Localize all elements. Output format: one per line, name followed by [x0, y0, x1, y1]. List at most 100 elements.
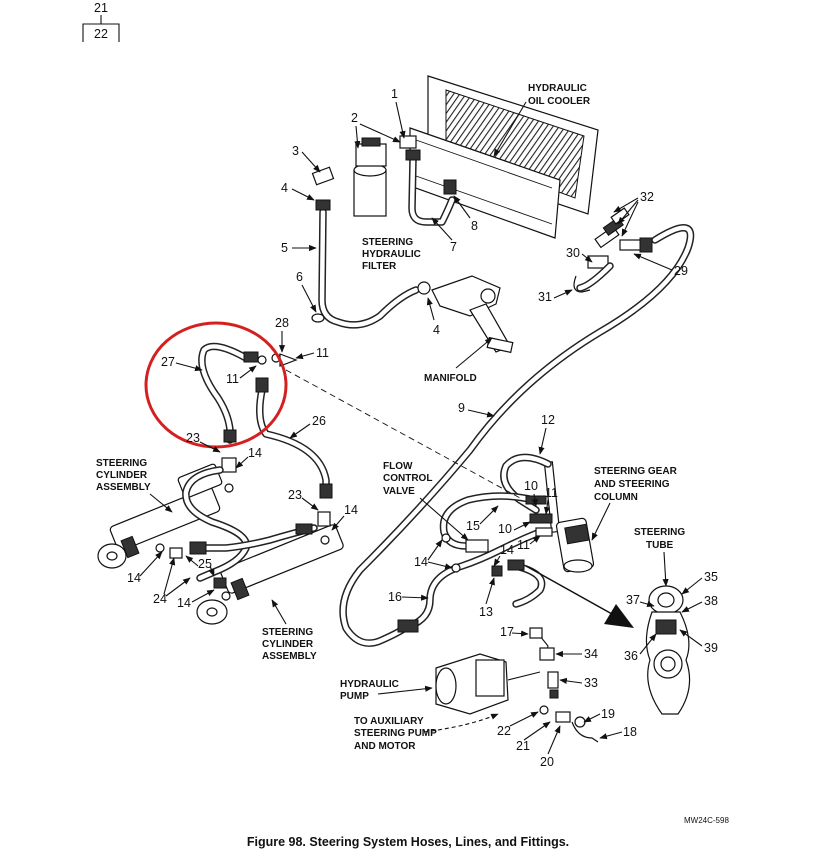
label-gear-1: STEERING GEAR [594, 466, 678, 477]
callout-25: 25 [198, 557, 212, 571]
label-cyl-left-1: STEERING [96, 458, 147, 469]
cylinder-hoses [155, 466, 318, 601]
callout-3: 3 [292, 144, 299, 158]
label-cyl-right-2: CYLINDER [262, 639, 314, 650]
hydraulic-pump: HYDRAULIC PUMP TO AUXILIARY STEERING PUM… [340, 653, 541, 752]
header-top-number: 21 [94, 1, 108, 15]
callout-13: 13 [479, 605, 493, 619]
hydraulic-oil-cooler: HYDRAULIC OIL COOLER [409, 75, 599, 239]
label-tube-1: STEERING [634, 527, 685, 538]
label-tube-2: TUBE [646, 540, 674, 551]
callout-20: 20 [540, 755, 554, 769]
callout-12: 12 [541, 413, 555, 427]
pump-fittings [529, 627, 599, 743]
callout-38: 38 [704, 594, 718, 608]
label-gear-2: AND STEERING [594, 479, 670, 490]
callout-22: 22 [497, 724, 511, 738]
callouts: 1 2 3 4 5 6 7 8 4 9 32 30 29 31 28 [127, 87, 718, 769]
callout-16: 16 [388, 590, 402, 604]
callout-5: 5 [281, 241, 288, 255]
label-aux-2: STEERING PUMP [354, 728, 437, 739]
label-gear-3: COLUMN [594, 492, 638, 503]
steering-hydraulic-filter: STEERING HYDRAULIC FILTER [353, 137, 421, 272]
header-bottom-number: 22 [94, 27, 108, 41]
label-filter-2: HYDRAULIC [362, 249, 421, 260]
callout-4b: 4 [433, 323, 440, 337]
callout-24: 24 [153, 592, 167, 606]
label-pump-1: HYDRAULIC [340, 679, 399, 690]
callout-32: 32 [640, 190, 654, 204]
label-flow-1: FLOW [383, 461, 413, 472]
header-reference: 21 22 [82, 1, 120, 42]
callout-14a: 14 [248, 446, 262, 460]
callout-14e: 14 [414, 555, 428, 569]
upper-hoses [311, 135, 457, 329]
callout-23b: 23 [288, 488, 302, 502]
steering-gear-column: STEERING GEAR AND STEERING COLUMN [543, 461, 678, 573]
manifold: MANIFOLD [424, 275, 514, 384]
callout-15: 15 [466, 519, 480, 533]
callout-27: 27 [161, 355, 175, 369]
callout-14f: 14 [500, 543, 514, 557]
callout-2: 2 [351, 111, 358, 125]
label-oil-cooler-2: OIL COOLER [528, 96, 591, 107]
callout-30: 30 [566, 246, 580, 260]
callout-14d: 14 [177, 596, 191, 610]
drawing-code: MW24C-598 [684, 816, 729, 825]
callout-26: 26 [312, 414, 326, 428]
label-oil-cooler-1: HYDRAULIC [528, 83, 587, 94]
label-aux-1: TO AUXILIARY [354, 716, 424, 727]
callout-10b: 10 [498, 522, 512, 536]
callout-35: 35 [704, 570, 718, 584]
callout-14c: 14 [127, 571, 141, 585]
callout-18: 18 [623, 725, 637, 739]
callout-34: 34 [584, 647, 598, 661]
callout-36: 36 [624, 649, 638, 663]
callout-7: 7 [450, 240, 457, 254]
label-manifold: MANIFOLD [424, 373, 477, 384]
callout-4a: 4 [281, 181, 288, 195]
label-flow-3: VALVE [383, 486, 415, 497]
callout-28: 28 [275, 316, 289, 330]
callout-11b: 11 [226, 372, 239, 386]
cooler-fittings [573, 207, 653, 293]
callout-37: 37 [626, 593, 640, 607]
callout-29: 29 [674, 264, 688, 278]
label-filter-3: FILTER [362, 261, 397, 272]
steering-tube-detail: STEERING TUBE [634, 527, 691, 715]
callout-39: 39 [704, 641, 718, 655]
label-filter-1: STEERING [362, 237, 413, 248]
callout-11c: 11 [545, 486, 558, 500]
callout-9: 9 [458, 401, 465, 415]
detail-arrow [525, 565, 634, 628]
callout-17: 17 [500, 625, 514, 639]
label-cyl-right-3: ASSEMBLY [262, 651, 317, 662]
callout-14b: 14 [344, 503, 358, 517]
label-cyl-right-1: STEERING [262, 627, 313, 638]
gear-hoses [397, 453, 553, 633]
callout-31: 31 [538, 290, 552, 304]
label-cyl-left-3: ASSEMBLY [96, 482, 151, 493]
left-hoses [198, 342, 333, 499]
callout-11d: 11 [517, 538, 530, 552]
label-flow-2: CONTROL [383, 473, 432, 484]
callout-19: 19 [601, 707, 615, 721]
dashed-connection [285, 369, 521, 499]
callout-23a: 23 [186, 431, 200, 445]
callout-6: 6 [296, 270, 303, 284]
callout-21: 21 [516, 739, 530, 753]
flow-control-valve: FLOW CONTROL VALVE [383, 461, 469, 541]
figure-caption: Figure 98. Steering System Hoses, Lines,… [247, 835, 569, 849]
steering-cylinder-right: STEERING CYLINDER ASSEMBLY [196, 511, 344, 662]
callout-1: 1 [391, 87, 398, 101]
label-pump-2: PUMP [340, 691, 369, 702]
callout-10a: 10 [524, 479, 538, 493]
hose-9 [339, 224, 695, 647]
callout-11a: 11 [316, 346, 329, 360]
label-aux-3: AND MOTOR [354, 741, 416, 752]
label-cyl-left-2: CYLINDER [96, 470, 148, 481]
callout-8: 8 [471, 219, 478, 233]
callout-33: 33 [584, 676, 598, 690]
